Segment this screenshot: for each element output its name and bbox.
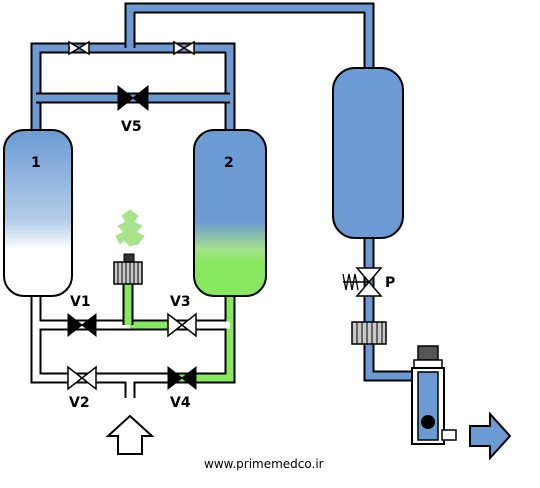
oxygen-outlet-arrow — [469, 411, 512, 461]
v1-label: V1 — [70, 294, 91, 310]
product-tank — [332, 67, 404, 239]
sieve-bed-2: 2 — [193, 129, 267, 297]
v3-label: V3 — [170, 294, 191, 310]
flowmeter-knob — [417, 345, 439, 361]
pressure-regulator: P — [342, 267, 395, 297]
v4-label: V4 — [170, 395, 191, 411]
website-url: www.primemedco.ir — [204, 457, 324, 471]
exhaust-vapor-icon — [115, 209, 145, 247]
pipe-network — [30, 2, 412, 398]
outlet-filter — [351, 321, 387, 345]
valve-v5: V5 — [117, 84, 149, 135]
p-label: P — [385, 275, 395, 291]
top-valve-left — [68, 40, 90, 56]
valve-v4: V4 — [167, 365, 197, 411]
exhaust-silencer — [113, 253, 143, 285]
top-pipe — [30, 42, 236, 130]
spring-icon — [342, 273, 359, 291]
valve-v1: V1 — [67, 294, 97, 338]
sieve-bed-1: 1 — [3, 129, 73, 297]
valve-v3: V3 — [167, 294, 197, 338]
outlet-pipe — [363, 235, 412, 382]
flowmeter-ball — [421, 415, 435, 429]
tank2-label: 2 — [224, 155, 234, 171]
v5-label: V5 — [121, 119, 142, 135]
v2-label: V2 — [69, 395, 90, 411]
top-valve-right — [173, 40, 195, 56]
valve-v2: V2 — [67, 365, 97, 411]
air-inlet-arrow — [105, 414, 155, 455]
tank1-label: 1 — [31, 155, 41, 171]
flowmeter — [411, 345, 457, 445]
product-pipe — [124, 2, 375, 70]
